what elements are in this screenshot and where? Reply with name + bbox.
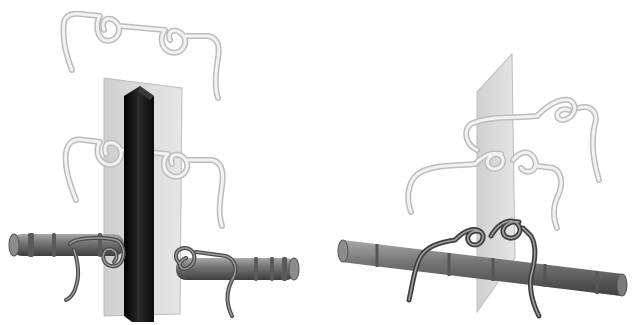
assembled-view-panel [317, 0, 634, 325]
assembled-view-drawing [317, 0, 634, 325]
exploded-view-drawing [0, 0, 317, 325]
steel-flange [124, 86, 154, 322]
exploded-view-panel [0, 0, 317, 325]
